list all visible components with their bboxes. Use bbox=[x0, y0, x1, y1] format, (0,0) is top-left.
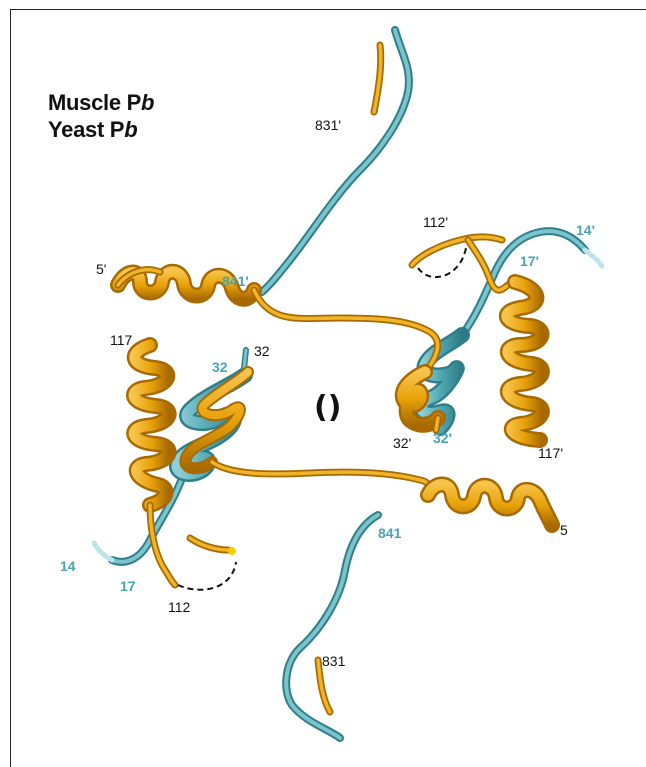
label-117-prime: 117' bbox=[538, 445, 563, 461]
label-32-yeast: 32 bbox=[212, 359, 228, 375]
label-17-prime: 17' bbox=[520, 253, 539, 269]
yeast-tube-faint-right bbox=[585, 250, 602, 266]
symmetry-symbol: () bbox=[314, 390, 341, 425]
muscle-loop-upper bbox=[254, 290, 438, 372]
label-32-muscle: 32 bbox=[254, 343, 270, 359]
label-17: 17 bbox=[120, 578, 136, 594]
label-32-prime-muscle: 32' bbox=[393, 435, 411, 451]
muscle-helix-right-vertical bbox=[507, 282, 542, 440]
muscle-end-112 bbox=[228, 547, 236, 555]
yeast-tube-bottom bbox=[286, 515, 378, 738]
label-831-prime: 831' bbox=[315, 117, 341, 133]
label-5: 5 bbox=[560, 522, 568, 538]
label-841: 841 bbox=[378, 525, 402, 541]
label-831: 831 bbox=[322, 653, 346, 669]
label-841-prime: 841' bbox=[222, 273, 249, 289]
muscle-loop-lower bbox=[212, 462, 430, 495]
dashed-loop-lower bbox=[178, 562, 236, 590]
yeast-tube-faint-left bbox=[94, 543, 112, 560]
label-14: 14 bbox=[60, 558, 76, 574]
label-112: 112 bbox=[168, 599, 191, 615]
label-14-prime: 14' bbox=[576, 222, 595, 238]
yeast-tube-top bbox=[262, 30, 409, 292]
label-32-prime-yeast: 32' bbox=[433, 430, 452, 446]
muscle-helix-lower-right bbox=[428, 484, 552, 525]
label-112-prime: 112' bbox=[423, 214, 448, 230]
label-5-prime: 5' bbox=[96, 261, 106, 277]
label-117: 117 bbox=[110, 332, 133, 348]
muscle-helix-left-vertical bbox=[134, 345, 169, 505]
